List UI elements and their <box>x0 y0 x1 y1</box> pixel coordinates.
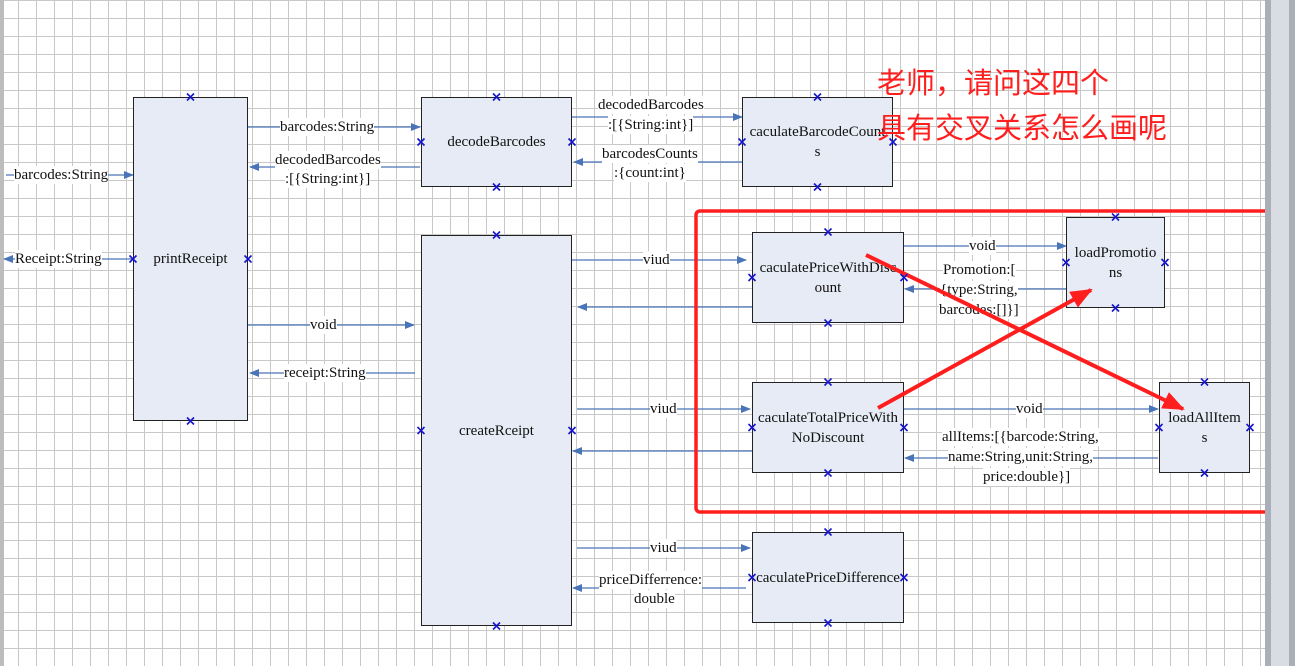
connection-handle-icon[interactable] <box>823 527 833 537</box>
decode-barcodes-label: decodeBarcodes <box>447 134 546 150</box>
connection-handle-icon[interactable] <box>416 137 426 147</box>
connection-handle-icon[interactable] <box>1160 258 1170 267</box>
question-note-line-2: 具有交叉关系怎么画呢 <box>877 111 1168 145</box>
label-decoded-return-2: :[{String:int}] <box>285 170 371 188</box>
print-receipt-label: printReceipt <box>153 251 228 267</box>
vertical-scrollbar[interactable] <box>1265 0 1295 666</box>
calculate-price-with-discount-box[interactable]: caculatePriceWithDiscount <box>752 232 904 323</box>
connection-handle-icon[interactable] <box>888 137 898 147</box>
label-void-all-items: void <box>1016 400 1043 418</box>
load-promotions-label: loadPromotions <box>1074 244 1157 281</box>
connection-handle-icon[interactable] <box>813 182 822 192</box>
label-viud-total: viud <box>650 400 677 418</box>
label-output-receipt: Receipt:String <box>15 250 102 268</box>
load-all-items-label: loadAllItems <box>1168 409 1241 446</box>
cross-arrow-to-promotions <box>877 288 1093 410</box>
label-input-barcodes: barcodes:String <box>14 166 109 184</box>
connection-handle-icon[interactable] <box>1111 303 1120 313</box>
connection-handle-icon[interactable] <box>492 230 501 240</box>
connection-handle-icon[interactable] <box>899 423 909 432</box>
connection-handle-icon[interactable] <box>747 423 757 432</box>
connection-handle-icon[interactable] <box>1061 258 1071 267</box>
label-viud-difference: viud <box>650 539 677 557</box>
connection-handle-icon[interactable] <box>1245 423 1255 432</box>
handle-layer <box>128 92 1255 631</box>
label-all-items-return-2: name:String,unit:String, <box>948 448 1093 466</box>
connection-handle-icon[interactable] <box>899 573 909 582</box>
label-difference-return-1: priceDifferrence: <box>599 571 702 589</box>
highlight-rectangle <box>694 209 1265 514</box>
calculate-total-price-label: caculateTotalPriceWithNoDiscount <box>758 409 898 446</box>
connection-handle-icon[interactable] <box>1111 212 1120 222</box>
connection-handle-icon[interactable] <box>747 573 757 582</box>
connection-handle-icon[interactable] <box>747 273 757 282</box>
connection-handle-icon[interactable] <box>823 377 833 387</box>
connection-handle-icon[interactable] <box>567 137 577 147</box>
calculate-price-difference-label: caculatePriceDifference <box>756 569 900 586</box>
connection-handle-icon[interactable] <box>813 92 822 102</box>
scrollbar-track[interactable] <box>1271 0 1289 666</box>
print-receipt-box[interactable]: printReceipt <box>133 97 248 421</box>
calculate-price-difference-box[interactable]: caculatePriceDifference <box>752 532 904 623</box>
connection-handle-icon[interactable] <box>823 227 833 237</box>
calculate-total-price-box[interactable]: caculateTotalPriceWithNoDiscount <box>752 382 904 473</box>
label-counts-return-2: :{count:int} <box>614 164 686 182</box>
label-viud-discount: viud <box>643 251 670 269</box>
connection-handle-icon[interactable] <box>567 426 577 435</box>
annotation-layer <box>694 209 1265 514</box>
calculate-price-with-discount-label: caculatePriceWithDiscount <box>759 259 897 296</box>
connection-handle-icon[interactable] <box>416 426 426 435</box>
label-promotion-return-2: {type:String, <box>940 281 1018 299</box>
label-all-items-return-1: allItems:[{barcode:String, <box>942 428 1099 446</box>
calculate-barcode-counts-box[interactable]: caculateBarcodeCounts <box>742 97 893 187</box>
connection-handle-icon[interactable] <box>737 137 747 147</box>
connection-handle-icon[interactable] <box>186 92 195 102</box>
label-barcodes-to-decode: barcodes:String <box>280 118 375 136</box>
connection-handle-icon[interactable] <box>492 92 501 102</box>
question-note-line-1: 老师，请问这四个 <box>877 66 1110 100</box>
connection-handle-icon[interactable] <box>128 254 138 264</box>
create-receipt-label: createRceipt <box>459 422 534 439</box>
connection-handle-icon[interactable] <box>823 618 833 628</box>
label-void-promotions: void <box>969 237 996 255</box>
calculate-barcode-counts-label: caculateBarcodeCounts <box>749 124 886 160</box>
label-promotion-return-1: Promotion:[ <box>943 261 1016 279</box>
label-decoded-to-counts-2: :[{String:int}] <box>608 116 694 134</box>
connection-handle-icon[interactable] <box>1154 423 1164 432</box>
label-decoded-return-1: decodedBarcodes <box>275 151 381 169</box>
connection-handle-icon[interactable] <box>492 182 501 192</box>
label-decoded-to-counts-1: decodedBarcodes <box>598 96 704 114</box>
cross-arrow-to-all-items <box>865 253 1185 411</box>
connection-handle-icon[interactable] <box>243 254 253 264</box>
connection-handle-icon[interactable] <box>823 318 833 328</box>
label-counts-return-1: barcodesCounts <box>602 145 698 163</box>
connection-handle-icon[interactable] <box>823 468 833 478</box>
left-ruler <box>0 0 4 666</box>
label-void-to-create: void <box>310 316 337 334</box>
connection-handle-icon[interactable] <box>1200 468 1209 478</box>
label-receipt-return: receipt:String <box>284 364 366 382</box>
connection-handle-icon[interactable] <box>186 416 195 426</box>
label-all-items-return-3: price:double}] <box>983 468 1071 486</box>
connection-handle-icon[interactable] <box>492 621 501 631</box>
connection-handle-icon[interactable] <box>1200 377 1209 387</box>
label-difference-return-2: double <box>634 590 675 608</box>
connection-handle-icon[interactable] <box>899 273 909 282</box>
